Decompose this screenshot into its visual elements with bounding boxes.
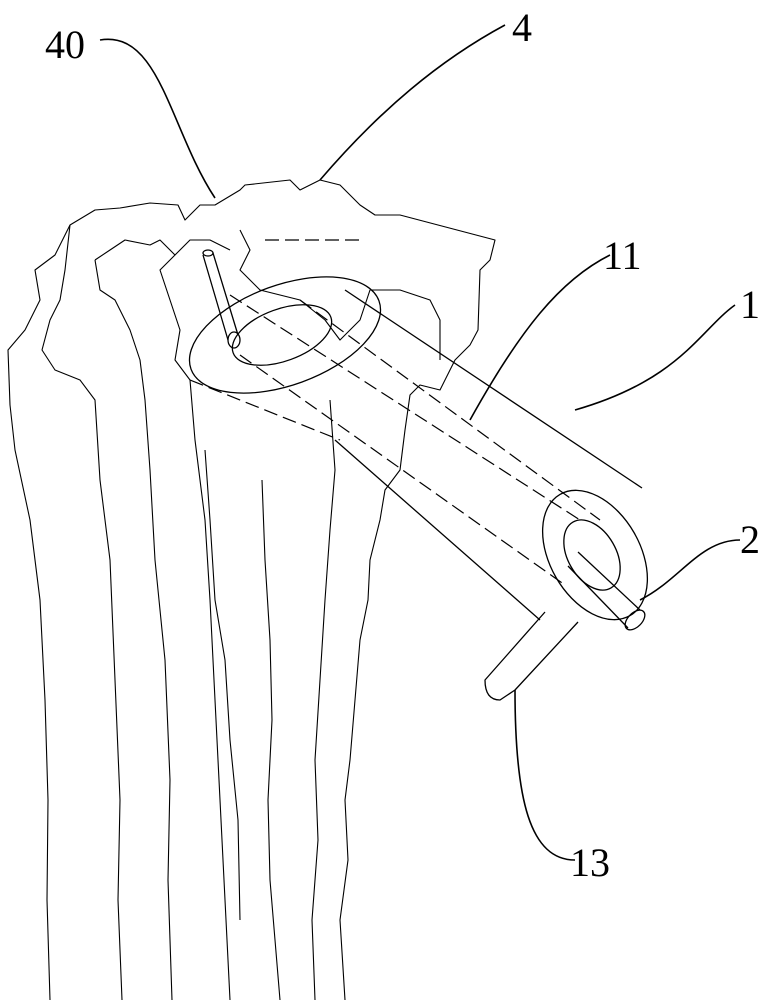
label-13: 13	[570, 840, 610, 885]
tibia-fibula-outline	[7, 179, 496, 1000]
label-4: 4	[512, 5, 532, 50]
label-1: 1	[740, 282, 760, 327]
guide-cylinder	[188, 239, 649, 621]
label-40: 40	[45, 22, 85, 67]
leader-lines	[99, 24, 741, 861]
label-11: 11	[603, 233, 642, 278]
handle	[484, 611, 579, 701]
guide-pin	[202, 249, 646, 631]
label-2: 2	[740, 517, 760, 562]
